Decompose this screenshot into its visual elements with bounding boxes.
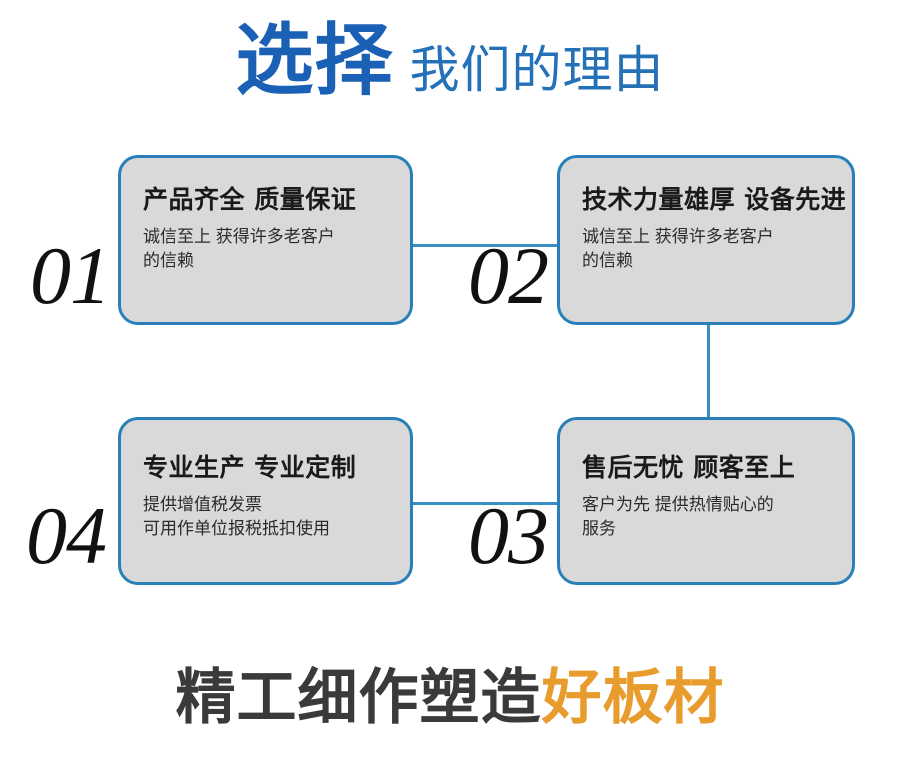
card-body-line: 诚信至上 获得许多老客户 xyxy=(582,226,774,246)
card-body-04: 提供增值税发票 可用作单位报税抵扣使用 xyxy=(143,493,392,542)
page-title: 选择 我们的理由 xyxy=(0,22,900,122)
title-subtitle: 我们的理由 xyxy=(409,42,665,98)
card-body-line: 服务 xyxy=(582,519,616,539)
reason-card-01[interactable]: 产品齐全 质量保证 诚信至上 获得许多老客户 的信赖 xyxy=(118,155,413,325)
reason-card-02[interactable]: 技术力量雄厚 设备先进 诚信至上 获得许多老客户 的信赖 xyxy=(557,155,855,325)
card-title-04: 专业生产 专业定制 xyxy=(143,453,357,482)
ordinal-number-01: 01 xyxy=(30,230,111,321)
connector-02-to-03 xyxy=(707,322,710,420)
card-body-line: 的信赖 xyxy=(143,251,194,271)
connector-01-to-02 xyxy=(410,244,560,247)
card-content-03: 售后无忧 顾客至上 客户为先 提供热情贴心的 服务 xyxy=(560,420,852,582)
card-body-line: 诚信至上 获得许多老客户 xyxy=(143,226,335,246)
card-title-03: 售后无忧 顾客至上 xyxy=(582,453,796,482)
card-content-01: 产品齐全 质量保证 诚信至上 获得许多老客户 的信赖 xyxy=(121,158,410,322)
footer-slogan-dark: 精工细作塑造 xyxy=(175,663,542,733)
card-content-02: 技术力量雄厚 设备先进 诚信至上 获得许多老客户 的信赖 xyxy=(560,158,852,322)
card-body-01: 诚信至上 获得许多老客户 的信赖 xyxy=(143,225,392,274)
footer-slogan-accent: 好板材 xyxy=(541,663,725,733)
card-body-02: 诚信至上 获得许多老客户 的信赖 xyxy=(582,225,834,274)
card-body-line: 的信赖 xyxy=(582,251,633,271)
ordinal-number-02: 02 xyxy=(468,230,549,321)
card-title-01: 产品齐全 质量保证 xyxy=(143,185,357,214)
card-body-line: 提供增值税发票 xyxy=(143,494,262,514)
reason-card-04[interactable]: 专业生产 专业定制 提供增值税发票 可用作单位报税抵扣使用 xyxy=(118,417,413,585)
card-title-02: 技术力量雄厚 设备先进 xyxy=(582,185,847,214)
ordinal-number-04: 04 xyxy=(26,490,107,581)
card-body-line: 可用作单位报税抵扣使用 xyxy=(143,519,330,539)
ordinal-number-03: 03 xyxy=(468,490,549,581)
connector-03-to-04 xyxy=(410,502,560,505)
footer-slogan: 精工细作塑造好板材 xyxy=(0,668,900,728)
card-body-line: 客户为先 提供热情贴心的 xyxy=(582,494,774,514)
card-content-04: 专业生产 专业定制 提供增值税发票 可用作单位报税抵扣使用 xyxy=(121,420,410,582)
reason-card-03[interactable]: 售后无忧 顾客至上 客户为先 提供热情贴心的 服务 xyxy=(557,417,855,585)
card-body-03: 客户为先 提供热情贴心的 服务 xyxy=(582,493,834,542)
title-emphasis: 选择 xyxy=(235,16,394,106)
